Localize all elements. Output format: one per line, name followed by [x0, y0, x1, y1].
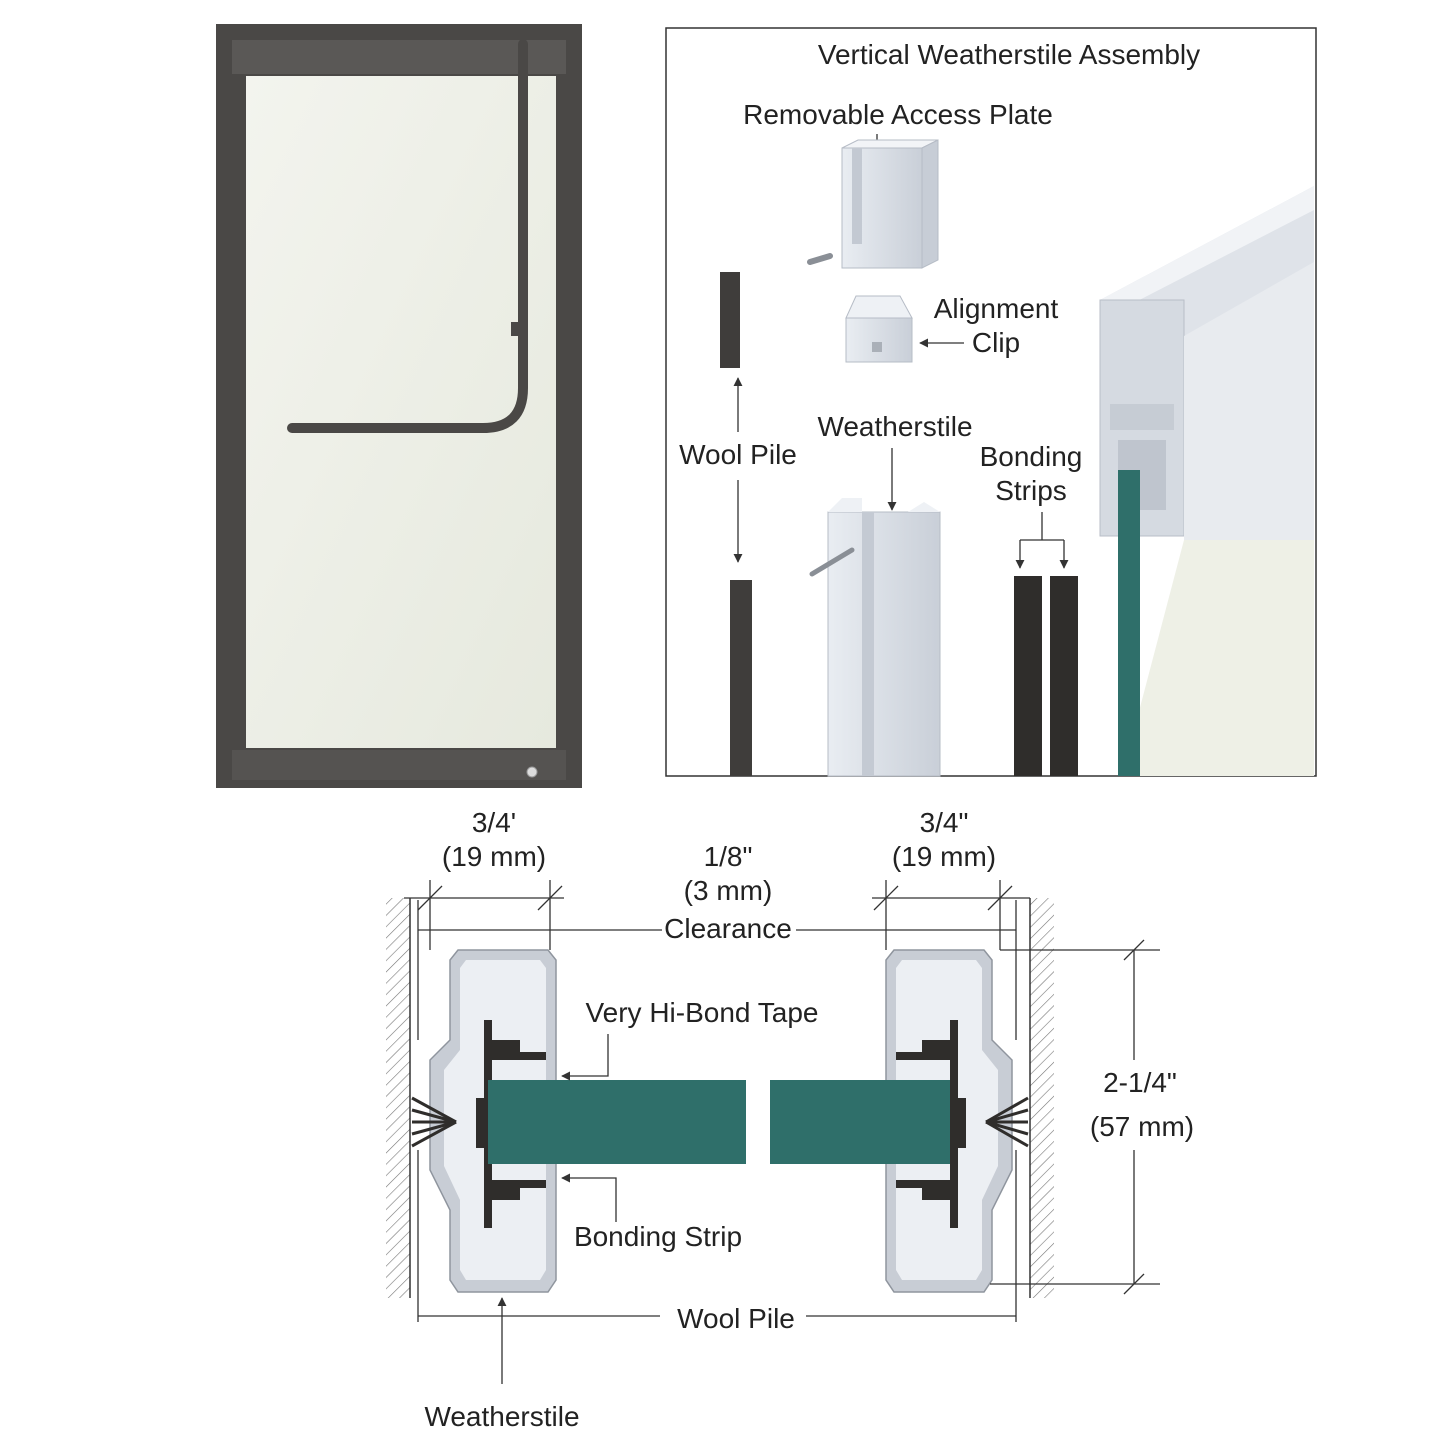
door-bottom-rail	[232, 750, 566, 780]
clearance-label-2: (3 mm)	[684, 875, 773, 906]
weatherstile-label: Weatherstile	[817, 411, 972, 442]
wool-pile-section-label: Wool Pile	[677, 1303, 795, 1334]
right-wall	[1030, 898, 1054, 1298]
height-label-1: 2-1/4"	[1103, 1067, 1177, 1098]
door-glass	[246, 76, 556, 748]
left-wool-pile	[411, 1096, 457, 1148]
left-glass	[488, 1080, 746, 1164]
bonding-strips-label-1: Bonding	[980, 441, 1083, 472]
assembly-panel: Vertical Weatherstile Assembly Removable…	[665, 27, 1317, 777]
door-photo	[216, 24, 582, 788]
assembly-title: Vertical Weatherstile Assembly	[818, 39, 1200, 70]
weatherstile-part	[809, 498, 941, 777]
height-label-2: (57 mm)	[1090, 1111, 1194, 1142]
alignment-clip	[845, 295, 913, 363]
access-plate-label: Removable Access Plate	[743, 99, 1053, 130]
left-wall	[386, 898, 410, 1298]
clearance-label-1: 1/8"	[704, 841, 753, 872]
cross-section: 3/4' (19 mm) 3/4" (19 mm) 1/8" (3 mm) Cl…	[386, 807, 1194, 1432]
door-lock-icon	[526, 766, 538, 778]
door-handle	[287, 39, 528, 433]
right-width-label-1: 3/4"	[920, 807, 969, 838]
right-glass	[770, 1080, 950, 1164]
right-width-label-2: (19 mm)	[892, 841, 996, 872]
left-width-label-2: (19 mm)	[442, 841, 546, 872]
tape-label: Very Hi-Bond Tape	[586, 997, 819, 1028]
assembled-rail	[1099, 186, 1314, 776]
right-wool-pile	[985, 1096, 1029, 1148]
clearance-label-3: Clearance	[664, 913, 792, 944]
bonding-strip-label: Bonding Strip	[574, 1221, 742, 1252]
bonding-strip-2	[1050, 576, 1078, 776]
wool-pile-label: Wool Pile	[679, 439, 797, 470]
door-top-rail	[232, 40, 566, 74]
bonding-strip-1	[1014, 576, 1042, 776]
weatherstile-section-label: Weatherstile	[424, 1401, 579, 1432]
bonding-strips-label-2: Strips	[995, 475, 1067, 506]
alignment-clip-label-2: Clip	[972, 327, 1020, 358]
alignment-clip-label-1: Alignment	[934, 293, 1059, 324]
wool-pile-lower	[730, 580, 752, 776]
wool-pile-upper	[720, 272, 740, 368]
access-plate	[807, 139, 939, 269]
left-width-label-1: 3/4'	[472, 807, 516, 838]
glass-edge	[1118, 470, 1140, 776]
door-handle-bracket	[511, 322, 519, 336]
